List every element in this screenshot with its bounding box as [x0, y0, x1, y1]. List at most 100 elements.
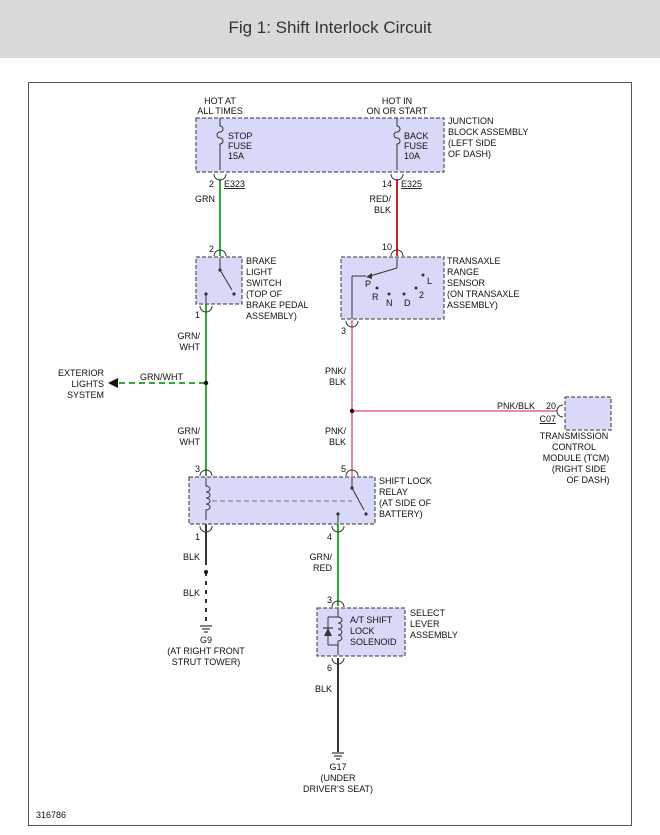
- relay-pin-tl: 3: [195, 464, 200, 474]
- relay-label-4: BATTERY): [379, 509, 423, 519]
- jb-label-2: BLOCK ASSEMBLY: [448, 127, 528, 137]
- brake-label-1: BRAKE: [246, 256, 277, 266]
- g17-label-2: (UNDER: [321, 773, 356, 783]
- sensor-label-4: (ON TRANSAXLE: [447, 289, 519, 299]
- hot-right-2: ON OR START: [367, 106, 428, 116]
- jb-conn-right: E325: [401, 179, 422, 189]
- header-bar: Fig 1: Shift Interlock Circuit: [0, 0, 660, 58]
- stop-fuse-icon: [216, 118, 224, 170]
- g17-label-1: G17: [329, 762, 346, 772]
- junction-block: [195, 117, 445, 181]
- relay-pin-tr: 5: [341, 464, 346, 474]
- wire-label-blk-1: BLK: [183, 552, 200, 562]
- figure-number: 316786: [36, 810, 66, 820]
- tcm-module: [556, 396, 612, 431]
- select-lever-assembly: [316, 600, 406, 665]
- brake-label-2: LIGHT: [246, 267, 273, 277]
- brake-label-4: (TOP OF: [246, 289, 283, 299]
- wire-label-blk-3: BLK: [315, 684, 332, 694]
- wire-label-pnk-blk-1b: BLK: [329, 377, 346, 387]
- ground-g9-icon: [200, 625, 212, 633]
- wire-label-grn-wht-1b: WHT: [180, 342, 201, 352]
- wire-label-red-blk-2: BLK: [374, 205, 391, 215]
- hot-left-1: HOT AT: [204, 96, 236, 106]
- g9-label-2: (AT RIGHT FRONT: [167, 646, 245, 656]
- selector-arm-icon: [369, 267, 398, 277]
- sensor-pin-bottom: 3: [341, 326, 346, 336]
- solenoid-pin-bottom: 6: [327, 663, 332, 673]
- brake-label-6: ASSEMBLY): [246, 311, 297, 321]
- tcm-label-5: OF DASH): [566, 475, 609, 485]
- tcm-label-4: (RIGHT SIDE: [552, 464, 606, 474]
- pos-n: N: [386, 298, 393, 308]
- relay-label-2: RELAY: [379, 487, 408, 497]
- tcm-pin: 20: [546, 401, 556, 411]
- wire-label-grn-red-1: GRN/: [310, 552, 333, 562]
- solenoid-coil-icon: [337, 616, 343, 655]
- relay-contact-icon: [351, 487, 365, 511]
- transaxle-range-sensor: [340, 249, 445, 328]
- diode-icon: [324, 628, 332, 636]
- page-title: Fig 1: Shift Interlock Circuit: [228, 18, 432, 37]
- jb-label-3: (LEFT SIDE: [448, 138, 496, 148]
- solenoid-inner-1: A/T SHIFT: [350, 615, 393, 625]
- tcm-label-1: TRANSMISSION: [540, 431, 609, 441]
- switch-contact-icon: [219, 269, 233, 291]
- connector-solenoid-bottom-icon: [331, 657, 345, 665]
- tcm-conn: C07: [539, 414, 556, 424]
- lever-label-2: LEVER: [410, 619, 440, 629]
- wire-label-pnk-blk-1a: PNK/: [325, 366, 347, 376]
- lever-label-3: ASSEMBLY: [410, 630, 458, 640]
- ground-g17-icon: [332, 752, 344, 760]
- diagram-frame: [28, 82, 632, 826]
- brake-label-5: BRAKE PEDAL: [246, 300, 309, 310]
- pos-d: D: [404, 298, 411, 308]
- g17-label-3: DRIVER'S SEAT): [303, 784, 373, 794]
- wire-label-red-blk-1: RED/: [369, 194, 391, 204]
- splice-blk: [204, 570, 208, 574]
- connector-e323-icon: [213, 173, 227, 181]
- solenoid-pin-top: 3: [327, 595, 332, 605]
- connector-relay-br-icon: [331, 525, 345, 533]
- connector-solenoid-top-icon: [331, 600, 345, 608]
- arrow-exterior-icon: [108, 378, 118, 388]
- relay-pin-bl: 1: [195, 532, 200, 542]
- sensor-label-3: SENSOR: [447, 278, 486, 288]
- connector-brake-bottom-icon: [199, 305, 213, 313]
- jb-label-4: OF DASH): [448, 149, 491, 159]
- brake-light-switch: [195, 249, 243, 313]
- connector-sensor-top-icon: [390, 249, 404, 257]
- exterior-label-2: LIGHTS: [71, 379, 104, 389]
- solenoid-inner-2: LOCK: [350, 626, 375, 636]
- sensor-label-2: RANGE: [447, 267, 479, 277]
- pos-2: 2: [419, 290, 424, 300]
- wire-label-grn-wht-1a: GRN/: [178, 331, 201, 341]
- back-fuse-2: FUSE: [404, 141, 428, 151]
- back-fuse-1: BACK: [404, 131, 429, 141]
- wire-label-grn-wht-2b: WHT: [180, 437, 201, 447]
- sensor-pin-top: 10: [382, 242, 392, 252]
- sensor-label-5: ASSEMBLY): [447, 300, 498, 310]
- relay-label-3: (AT SIDE OF: [379, 498, 432, 508]
- exterior-wire-label: GRN/WHT: [140, 372, 183, 382]
- hot-left-2: ALL TIMES: [197, 106, 243, 116]
- jb-pin-left: 2: [209, 179, 214, 189]
- wire-label-grn-red-2: RED: [313, 563, 333, 573]
- connector-relay-bl-icon: [199, 525, 213, 533]
- hot-right-1: HOT IN: [382, 96, 412, 106]
- pos-r: R: [372, 292, 379, 302]
- exterior-label-1: EXTERIOR: [58, 368, 105, 378]
- tcm-label-3: MODULE (TCM): [543, 453, 610, 463]
- connector-relay-tr-icon: [345, 469, 359, 477]
- jb-label-1: JUNCTION: [448, 116, 494, 126]
- back-fuse-icon: [393, 118, 401, 170]
- tcm-label-2: CONTROL: [552, 442, 596, 452]
- sensor-label-1: TRANSAXLE: [447, 256, 501, 266]
- jb-pin-right: 14: [382, 179, 392, 189]
- solenoid-inner-3: SOLENOID: [350, 637, 397, 647]
- g9-label-3: STRUT TOWER): [172, 657, 241, 667]
- splice-pnk-blk: [349, 408, 355, 414]
- wire-label-pnk-blk-2b: BLK: [329, 437, 346, 447]
- brake-pin-bottom: 1: [195, 310, 200, 320]
